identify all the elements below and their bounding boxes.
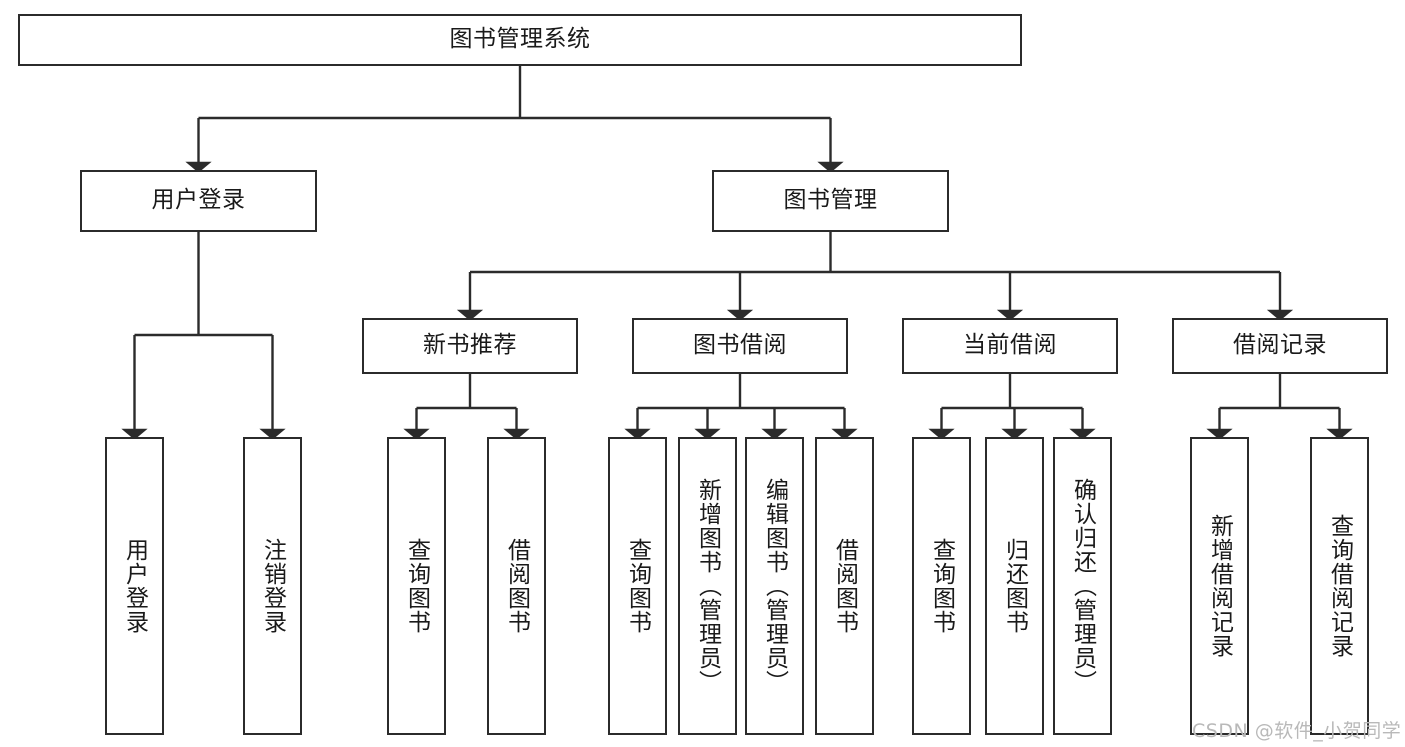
node-label: 用户登录 [121, 538, 148, 634]
node-borrow-record[interactable]: 借阅记录 [1172, 318, 1388, 374]
node-current-borrow[interactable]: 当前借阅 [902, 318, 1118, 374]
leaf-leaf-add-book[interactable]: 新增图书（管理员） [678, 437, 737, 735]
node-label: 新增借阅记录 [1206, 514, 1233, 658]
node-root[interactable]: 图书管理系统 [18, 14, 1022, 66]
node-label: 借阅图书 [503, 538, 530, 634]
node-book-borrow[interactable]: 图书借阅 [632, 318, 848, 374]
leaf-leaf-query-book-2[interactable]: 查询图书 [608, 437, 667, 735]
node-label: 查询借阅记录 [1326, 514, 1353, 658]
leaf-leaf-query-record[interactable]: 查询借阅记录 [1310, 437, 1369, 735]
leaf-leaf-return-book[interactable]: 归还图书 [985, 437, 1044, 735]
node-label: 归还图书 [1001, 538, 1028, 634]
node-label: 新书推荐 [423, 332, 517, 359]
leaf-leaf-query-book-3[interactable]: 查询图书 [912, 437, 971, 735]
node-user-login[interactable]: 用户登录 [80, 170, 317, 232]
node-label: 图书借阅 [693, 332, 787, 359]
node-label: 查询图书 [403, 538, 430, 634]
leaf-leaf-query-book-1[interactable]: 查询图书 [387, 437, 446, 735]
leaf-leaf-borrow-book-2[interactable]: 借阅图书 [815, 437, 874, 735]
leaf-leaf-confirm-return[interactable]: 确认归还（管理员） [1053, 437, 1112, 735]
csdn-watermark: CSDN @软件_小贺同学 [1192, 720, 1402, 742]
node-label: 新增图书（管理员） [694, 478, 721, 694]
node-label: 查询图书 [624, 538, 651, 634]
node-label: 借阅图书 [831, 538, 858, 634]
node-book-manage[interactable]: 图书管理 [712, 170, 949, 232]
node-label: 注销登录 [259, 538, 286, 634]
leaf-leaf-logout[interactable]: 注销登录 [243, 437, 302, 735]
node-label: 查询图书 [928, 538, 955, 634]
node-label: 借阅记录 [1233, 332, 1327, 359]
node-label: 确认归还（管理员） [1069, 478, 1096, 694]
node-new-book-rec[interactable]: 新书推荐 [362, 318, 578, 374]
leaf-leaf-borrow-book-1[interactable]: 借阅图书 [487, 437, 546, 735]
leaf-leaf-user-login[interactable]: 用户登录 [105, 437, 164, 735]
leaf-leaf-edit-book[interactable]: 编辑图书（管理员） [745, 437, 804, 735]
node-label: 图书管理 [783, 187, 878, 214]
node-label: 图书管理系统 [449, 26, 591, 53]
leaf-leaf-add-record[interactable]: 新增借阅记录 [1190, 437, 1249, 735]
node-label: 当前借阅 [963, 332, 1057, 359]
node-label: 编辑图书（管理员） [761, 478, 788, 694]
node-label: 用户登录 [151, 187, 246, 214]
